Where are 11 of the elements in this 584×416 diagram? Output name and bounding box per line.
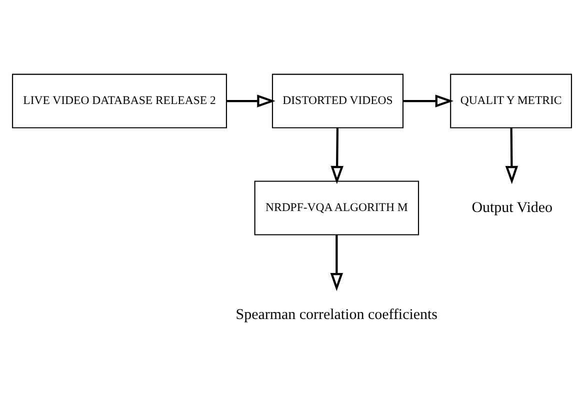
arrow bbox=[226, 94, 276, 108]
node-box: QUALIT Y METRIC bbox=[450, 74, 572, 128]
node-box: NRDPF-VQA ALGORITH M bbox=[254, 180, 420, 236]
node-box: LIVE VIDEO DATABASE RELEASE 2 bbox=[12, 74, 227, 128]
node-box: DISTORTED VIDEOS bbox=[272, 74, 404, 128]
arrow bbox=[330, 128, 344, 184]
node-text: Spearman correlation coefficients bbox=[236, 306, 438, 323]
arrow bbox=[505, 128, 518, 184]
arrow bbox=[403, 94, 454, 108]
arrow bbox=[330, 234, 344, 292]
node-text: Output Video bbox=[472, 200, 552, 216]
